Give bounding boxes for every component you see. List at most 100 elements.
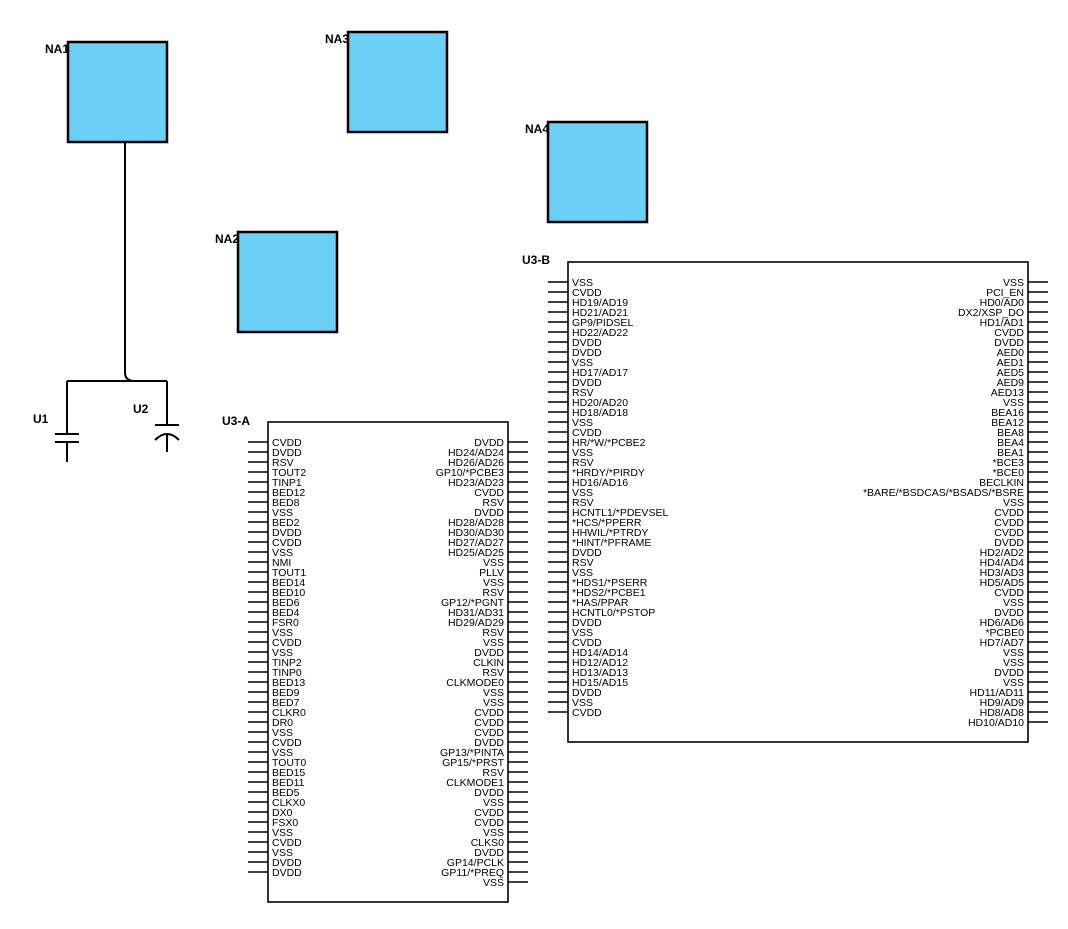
pin-label: VSS	[572, 357, 593, 369]
pin-label: AED9	[997, 377, 1025, 389]
pin-label: VSS	[483, 557, 504, 569]
pin-label: BED9	[272, 687, 300, 699]
pin-label: RSV	[482, 587, 504, 599]
pin-label: HD20/AD20	[572, 397, 628, 409]
pin-label: HD25/AD25	[448, 547, 504, 559]
pin-label: HD12/AD12	[572, 657, 628, 669]
pin-label: RSV	[572, 497, 594, 509]
capacitor-u2[interactable]: U2	[133, 381, 180, 452]
pin-label: DVDD	[474, 507, 504, 519]
na-block-na3[interactable]: NA3	[325, 30, 449, 134]
pin-label: *BCE3	[992, 457, 1024, 469]
pin-label: BEA1	[997, 447, 1024, 459]
pin-label: TOUT2	[272, 467, 306, 479]
pin-label: *BCE0	[992, 467, 1024, 479]
pin-label: DVDD	[994, 667, 1024, 679]
pin-label: CLKS0	[471, 837, 504, 849]
na-block-na1[interactable]: NA1	[45, 40, 169, 144]
chip-u3-a-right-pins: DVDDHD24/AD24HD26/AD26GP10/*PCBE3HD23/AD…	[436, 437, 528, 889]
na-block-na4[interactable]: NA4	[525, 120, 649, 224]
pin-label: HD27/AD27	[448, 537, 504, 549]
pin-label: VSS	[572, 627, 593, 639]
pin-label: HD2/AD2	[980, 547, 1025, 559]
pin-label: GP14/PCLK	[447, 857, 504, 869]
pin-label: AED5	[997, 367, 1025, 379]
pin-label: GP10/*PCBE3	[436, 467, 504, 479]
na-block-na2[interactable]: NA2	[215, 230, 339, 334]
pin-label: TOUT0	[272, 757, 306, 769]
pin-label: HD19/AD19	[572, 297, 628, 309]
pin-label: BED12	[272, 487, 305, 499]
pin-label: RSV	[272, 457, 294, 469]
pin-label: VSS	[572, 417, 593, 429]
pin-label: VSS	[1003, 657, 1024, 669]
pin-label: HD1/AD1	[980, 317, 1025, 329]
pin-label: DVDD	[272, 857, 302, 869]
capacitor-u1[interactable]: U1	[33, 381, 79, 462]
pin-label: VSS	[483, 687, 504, 699]
pin-label: PLLV	[479, 567, 504, 579]
pin-label: DVDD	[572, 337, 602, 349]
pin-label: *HAS/PPAR	[572, 597, 629, 609]
pin-label: CVDD	[994, 527, 1024, 539]
chip-u3-b-right-pins: VSSPCI_ENHD0/AD0DX2/XSP_DOHD1/AD1CVDDDVD…	[863, 277, 1048, 729]
pin-label: HD23/AD23	[448, 477, 504, 489]
pin-label: VSS	[272, 847, 293, 859]
chip-u3-a[interactable]: U3-A CVDDDVDDRSVTOUT2TINP1BED12BED8VSSBE…	[222, 414, 528, 903]
na-block-body	[546, 120, 649, 224]
pin-label: VSS	[1003, 497, 1024, 509]
pin-label: VSS	[483, 877, 504, 889]
pin-label: BEA16	[991, 407, 1024, 419]
pin-label: VSS	[572, 447, 593, 459]
pin-label: VSS	[483, 797, 504, 809]
pin-label: DVDD	[474, 787, 504, 799]
pin-label: HD9/AD9	[980, 697, 1025, 709]
pin-label: TOUT1	[272, 567, 306, 579]
pin-label: HD14/AD14	[572, 647, 628, 659]
pin-label: HD22/AD22	[572, 327, 628, 339]
pin-label: GP9/PIDSEL	[572, 317, 633, 329]
pin-label: HD6/AD6	[980, 617, 1025, 629]
pin-label: DVDD	[994, 607, 1024, 619]
net-wire-na1	[124, 142, 164, 382]
pin-label: HD8/AD8	[980, 707, 1025, 719]
na-block-label: NA3	[325, 32, 349, 46]
pin-label: RSV	[482, 497, 504, 509]
pin-label: VSS	[272, 727, 293, 739]
pin-label: VSS	[1003, 647, 1024, 659]
chip-u3-a-left-pins: CVDDDVDDRSVTOUT2TINP1BED12BED8VSSBED2DVD…	[248, 437, 306, 879]
pin-label: *HDS1/*PSERR	[572, 577, 648, 589]
pin-label: HD3/AD3	[980, 567, 1025, 579]
pin-label: CVDD	[272, 437, 302, 449]
pin-label: BED2	[272, 517, 300, 529]
pin-label: RSV	[482, 767, 504, 779]
pin-label: VSS	[1003, 597, 1024, 609]
pin-label: *PCBE0	[985, 627, 1024, 639]
pin-label: CLKMODE1	[446, 777, 504, 789]
pin-label: BEA12	[991, 417, 1024, 429]
chip-u3-b[interactable]: U3-B VSSCVDDHD19/AD19HD21/AD21GP9/PIDSEL…	[522, 253, 1048, 743]
pin-label: BED14	[272, 577, 305, 589]
pin-label: CLKMODE0	[446, 677, 504, 689]
pin-label: VSS	[483, 637, 504, 649]
pin-label: CVDD	[572, 637, 602, 649]
pin-label: TINP0	[272, 667, 302, 679]
pin-label: CLKX0	[272, 797, 305, 809]
pin-label: CVDD	[272, 537, 302, 549]
pin-label: GP13/*PINTA	[440, 747, 504, 759]
pin-label: HD13/AD13	[572, 667, 628, 679]
pin-label: DVDD	[474, 737, 504, 749]
pin-label: DVDD	[474, 437, 504, 449]
pin-label: FSX0	[272, 817, 298, 829]
pin-label: HD11/AD11	[970, 687, 1025, 699]
pin-label: CVDD	[572, 287, 602, 299]
na-block-label: NA2	[215, 232, 239, 246]
pin-label: HD17/AD17	[572, 367, 628, 379]
pin-label: RSV	[572, 457, 594, 469]
pin-label: GP11/*PREQ	[441, 867, 504, 879]
pin-label: AED13	[991, 387, 1024, 399]
pin-label: DVDD	[572, 347, 602, 359]
pin-label: HD16/AD16	[572, 477, 628, 489]
pin-label: HD5/AD5	[980, 577, 1025, 589]
